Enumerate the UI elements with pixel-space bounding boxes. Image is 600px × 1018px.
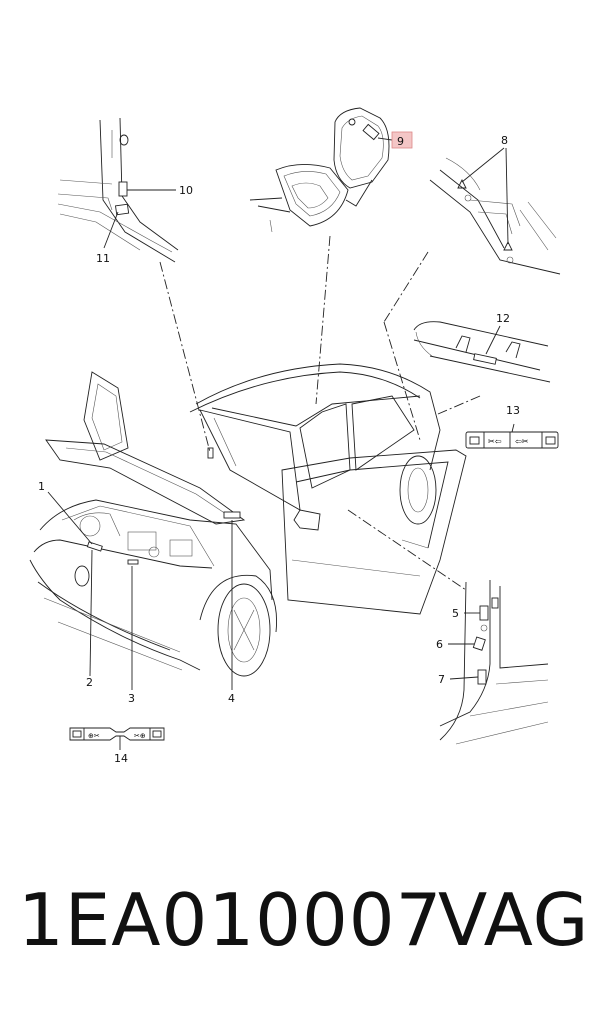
detail-b-pillar-lower: [439, 580, 549, 745]
callout-3: 3: [128, 692, 135, 705]
callout-4: 4: [228, 692, 235, 705]
svg-text:✂⇦: ✂⇦: [488, 437, 502, 446]
label-10-shape: [118, 181, 128, 197]
callout-9: 9: [397, 135, 404, 148]
callout-7: 7: [438, 673, 445, 686]
parts-diagram: ✂⇦ ⇦✂ ⊕✂ ✂⊕: [29, 107, 561, 765]
svg-text:⊕✂: ⊕✂: [88, 732, 100, 740]
callout-11: 11: [96, 252, 110, 265]
callout-2: 2: [86, 676, 93, 689]
label-11-shape: [114, 203, 130, 216]
highlight-box-9: [391, 131, 413, 149]
detail-charge-flap: [249, 107, 413, 233]
callout-8: 8: [501, 134, 508, 147]
callout-1: 1: [38, 480, 45, 493]
detail-b-pillar-upper: [57, 117, 179, 263]
svg-text:✂⊕: ✂⊕: [134, 732, 146, 740]
callout-14: 14: [114, 752, 128, 765]
car-illustration: [29, 363, 467, 677]
callout-labels: 1 2 3 4 5 6 7 8 9 10 11 12 13 14: [38, 134, 520, 765]
brand-name: VAG: [438, 878, 590, 962]
detail-door-edge: [429, 147, 561, 275]
leader-lines: [47, 235, 481, 690]
callout-6: 6: [436, 638, 443, 651]
callout-10: 10: [179, 184, 193, 197]
label-strip-13: ✂⇦ ⇦✂: [465, 423, 559, 449]
callout-5: 5: [452, 607, 459, 620]
part-number: 1EA010007: [18, 878, 443, 962]
svg-text:⇦✂: ⇦✂: [515, 437, 529, 446]
callout-13: 13: [506, 404, 520, 417]
detail-tailgate-handle: [413, 321, 551, 383]
label-strip-14: ⊕✂ ✂⊕: [69, 727, 165, 750]
callout-12: 12: [496, 312, 510, 325]
